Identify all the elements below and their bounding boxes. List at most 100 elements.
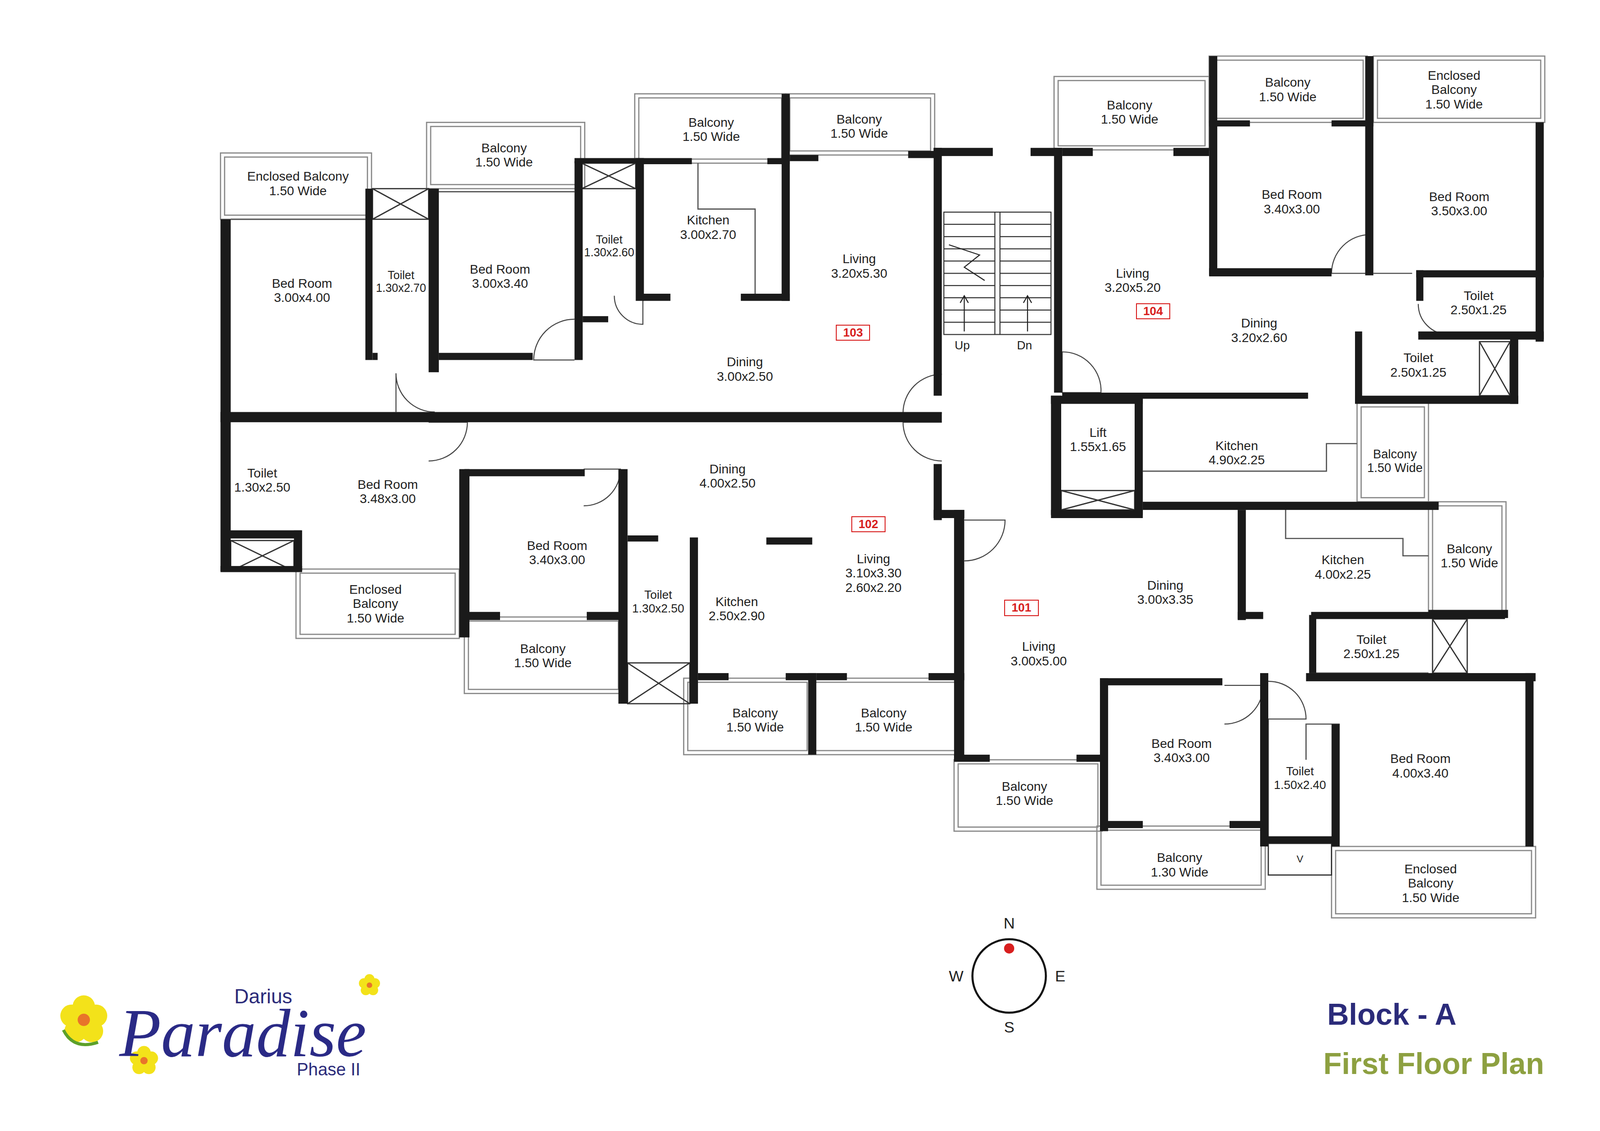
balcony-outlines [220, 56, 1545, 919]
room-size: 1.50 Wide [682, 129, 741, 144]
logo-flowers [60, 974, 381, 1075]
room-name: Kitchen [680, 213, 737, 228]
room-label: Toilet2.50x1.25 [1390, 350, 1447, 380]
room-size: 3.00x3.40 [469, 276, 531, 291]
room-size: 3.20x2.60 [1230, 330, 1288, 345]
room-size: 4.00x2.25 [1314, 567, 1371, 582]
room-name: Balcony [1259, 75, 1317, 90]
room-size: 3.20x5.20 [1104, 280, 1161, 295]
logo-phase: Phase II [296, 1060, 360, 1081]
room-label: Bed Room3.00x4.00 [271, 276, 333, 306]
room-size: 1.30x2.60 [583, 245, 635, 259]
room-label: Living3.20x5.30 [831, 251, 888, 281]
room-name: Bed Room [469, 262, 531, 277]
room-name: Balcony [1440, 542, 1499, 557]
room-name: Dining [1137, 578, 1194, 593]
room-label: Enclosed Balcony1.50 Wide [247, 169, 350, 199]
plan-title: Block - A [1327, 997, 1457, 1033]
room-name: Toilet [234, 466, 291, 481]
room-name: Balcony [1367, 447, 1423, 462]
stair-up-label: Up [954, 338, 970, 353]
room-label: Balcony1.30 Wide [1150, 850, 1209, 880]
room-name: Toilet [583, 233, 635, 246]
room-name: Lift [1069, 425, 1126, 440]
room-size: 3.00x4.00 [271, 290, 333, 305]
unit-number-box: 104 [1136, 303, 1171, 320]
room-label: Dining3.20x2.60 [1230, 316, 1288, 345]
room-size: 3.00x5.00 [1010, 654, 1067, 669]
room-name: Dining [1230, 316, 1288, 331]
compass-letter: W [948, 967, 964, 986]
room-label: Balcony1.50 Wide [682, 115, 741, 145]
room-size: 4.00x2.50 [699, 476, 756, 491]
room-label: Living3.10x3.302.60x2.20 [845, 552, 902, 595]
room-size: 1.30x2.50 [632, 602, 685, 616]
room-name: Bed Room [1390, 751, 1451, 767]
room-label: Lift1.55x1.65 [1069, 425, 1126, 455]
room-label: Bed Room3.40x3.00 [1261, 187, 1322, 217]
room-size: 1.50 Wide [344, 611, 407, 626]
room-name: Bed Room [1261, 187, 1322, 202]
shaft-label: V [1296, 853, 1304, 866]
room-size: 1.50 Wide [830, 126, 888, 141]
room-name: Living [831, 251, 888, 266]
room-label: Dining3.00x2.50 [716, 354, 773, 384]
room-name: Enclosed Balcony [1398, 862, 1463, 892]
compass-letter: N [1003, 914, 1016, 933]
unit-number: 102 [858, 517, 879, 532]
compass-letter: E [1054, 967, 1066, 986]
unit-number: 101 [1011, 601, 1032, 615]
room-size: 1.50 Wide [1259, 89, 1317, 105]
walls [220, 56, 1544, 847]
room-size: 3.40x3.00 [1261, 202, 1322, 217]
room-size: 3.20x5.30 [831, 266, 888, 281]
room-label: Enclosed Balcony1.50 Wide [344, 582, 407, 626]
staircase [943, 212, 1052, 335]
room-name: Balcony [682, 115, 741, 130]
door-swings [396, 234, 1449, 725]
room-label: Balcony1.50 Wide [1440, 542, 1499, 571]
room-name: Balcony [1150, 850, 1209, 866]
unit-number: 103 [843, 326, 863, 340]
room-label: Living3.00x5.00 [1010, 639, 1067, 669]
room-name: Dining [716, 354, 773, 370]
room-label: Toilet1.30x2.50 [234, 466, 291, 496]
room-label: Balcony1.50 Wide [1367, 447, 1423, 475]
room-label: Dining3.00x3.35 [1137, 578, 1194, 608]
room-name: Toilet [632, 588, 685, 602]
room-size: 1.55x1.65 [1069, 439, 1126, 454]
room-name: Living [1104, 266, 1161, 281]
room-size: 3.00x2.50 [716, 369, 773, 384]
room-name: Bed Room [271, 276, 333, 291]
room-label: Toilet1.30x2.50 [632, 588, 685, 615]
room-size: 1.30x2.70 [375, 281, 427, 295]
room-label: Enclosed Balcony1.50 Wide [1423, 68, 1485, 112]
room-size: 1.50 Wide [247, 183, 350, 199]
room-name: Balcony [995, 779, 1054, 794]
room-label: Balcony1.50 Wide [995, 779, 1054, 809]
room-size: 1.50 Wide [1440, 556, 1499, 571]
room-size: 1.30 Wide [1150, 865, 1209, 880]
room-label: Balcony1.50 Wide [726, 706, 784, 735]
room-name: Toilet [1390, 350, 1447, 365]
room-size: 1.50 Wide [854, 720, 913, 735]
compass [972, 939, 1046, 1014]
room-size: 1.30x2.50 [234, 480, 291, 495]
room-name: Living [845, 552, 902, 567]
room-label: Balcony1.50 Wide [475, 140, 533, 170]
room-size: 3.48x3.00 [357, 491, 418, 506]
room-name: Toilet [1273, 765, 1326, 779]
room-name: Balcony [1100, 98, 1159, 113]
room-name: Enclosed Balcony [1423, 68, 1485, 98]
room-size: 3.00x3.35 [1137, 592, 1194, 607]
room-size: 2.50x1.25 [1450, 302, 1507, 318]
room-name: Kitchen [708, 594, 765, 610]
room-name: Toilet [1450, 288, 1507, 303]
room-label: Balcony1.50 Wide [1259, 75, 1317, 105]
room-size: 1.50x2.40 [1273, 778, 1326, 793]
room-name: Bed Room [1428, 189, 1490, 204]
room-name: Balcony [830, 112, 888, 127]
room-label: Kitchen2.50x2.90 [708, 594, 765, 624]
room-name: Bed Room [357, 477, 418, 492]
